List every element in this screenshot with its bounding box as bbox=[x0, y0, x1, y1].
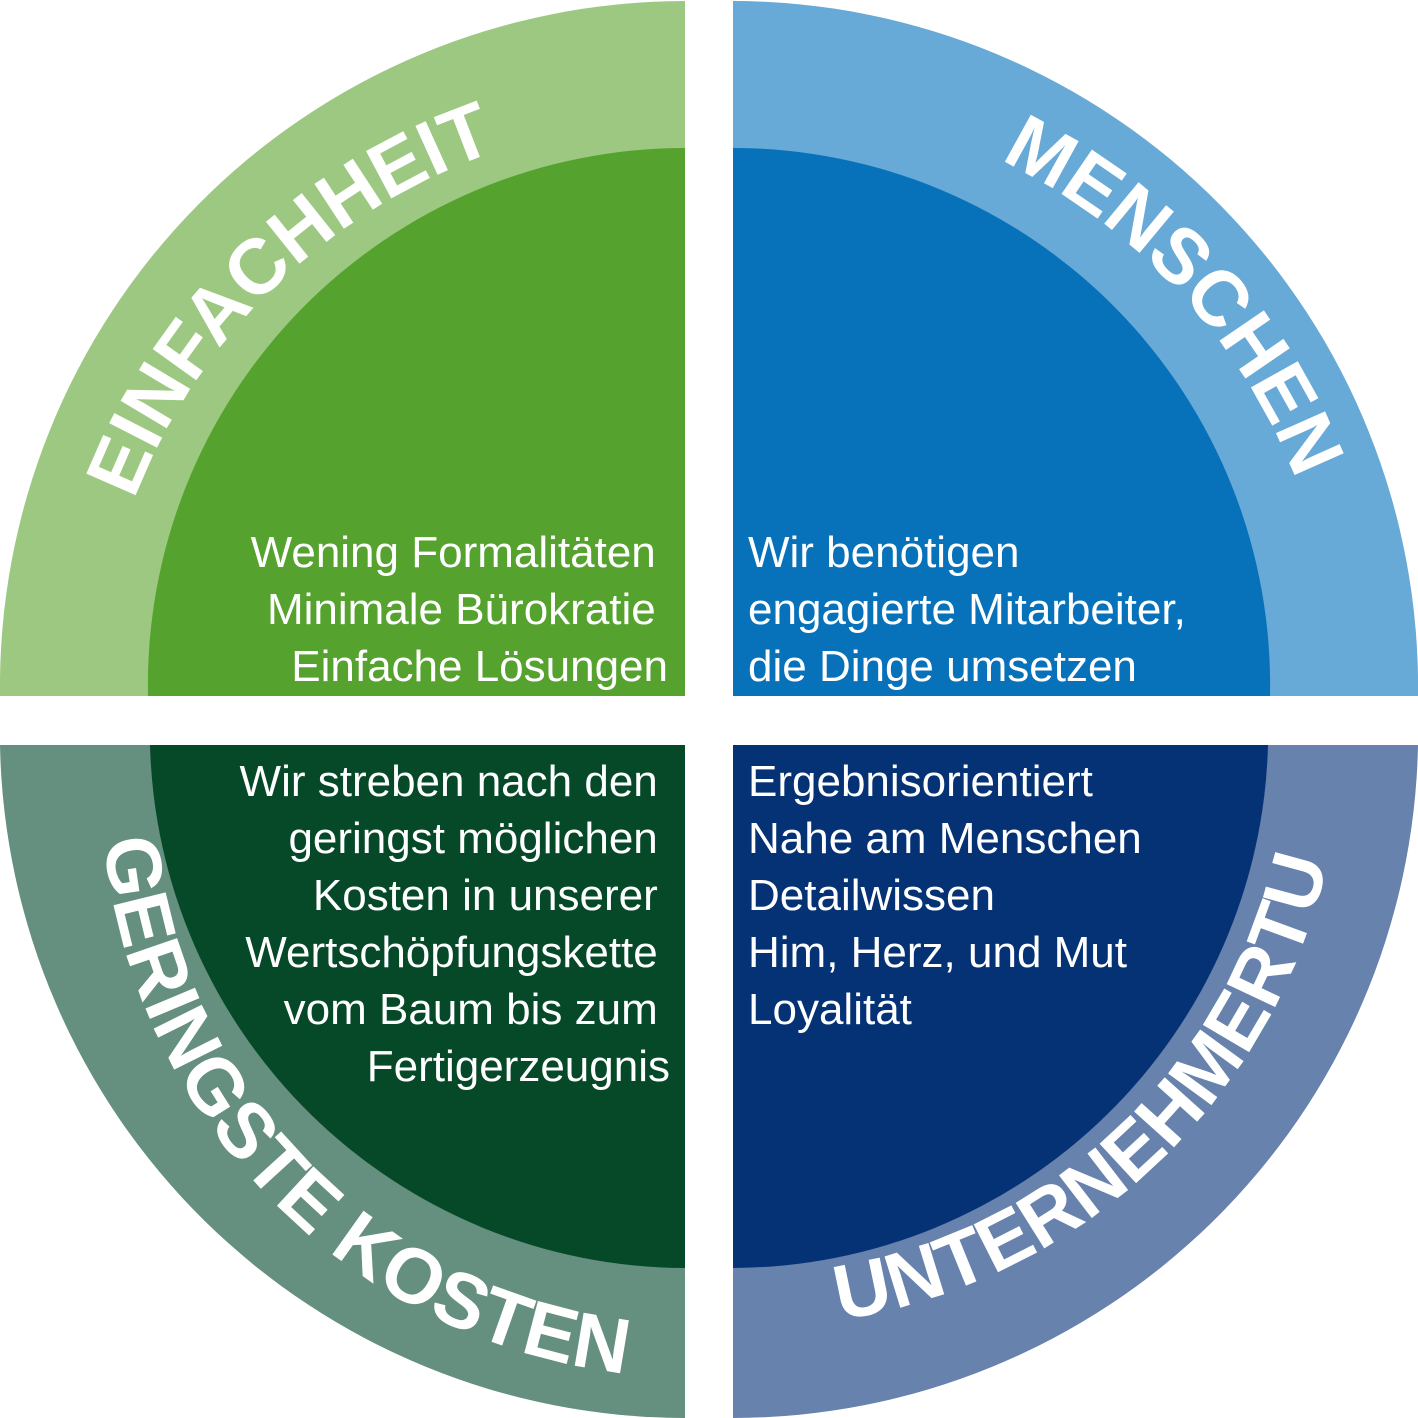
menschen-description: Wir benötigen engagierte Mitarbeiter, di… bbox=[748, 528, 1198, 691]
einfachheit-inner-sector bbox=[147, 147, 685, 696]
geringste-kosten-inner-sector bbox=[150, 745, 685, 1268]
geringste-kosten-description: Wir streben nach den geringst möglichen … bbox=[240, 757, 670, 1091]
menschen-inner-sector bbox=[733, 147, 1271, 696]
quadrant-geringste-kosten: GERINGSTE KOSTEN Wir streben nach den ge… bbox=[0, 745, 685, 1418]
unternehmertum-description: Ergebnisorientiert Nahe am Menschen Deta… bbox=[748, 757, 1154, 1034]
unternehmertum-inner-sector bbox=[733, 745, 1268, 1268]
einfachheit-description: Wening Formalitäten Minimale Bürokratie … bbox=[251, 528, 668, 691]
quadrant-menschen: MENSCHEN Wir benötigen engagierte Mitarb… bbox=[733, 1, 1418, 696]
quadrant-einfachheit: EINFACHHEIT Wening Formalitäten Minimale… bbox=[0, 1, 685, 696]
